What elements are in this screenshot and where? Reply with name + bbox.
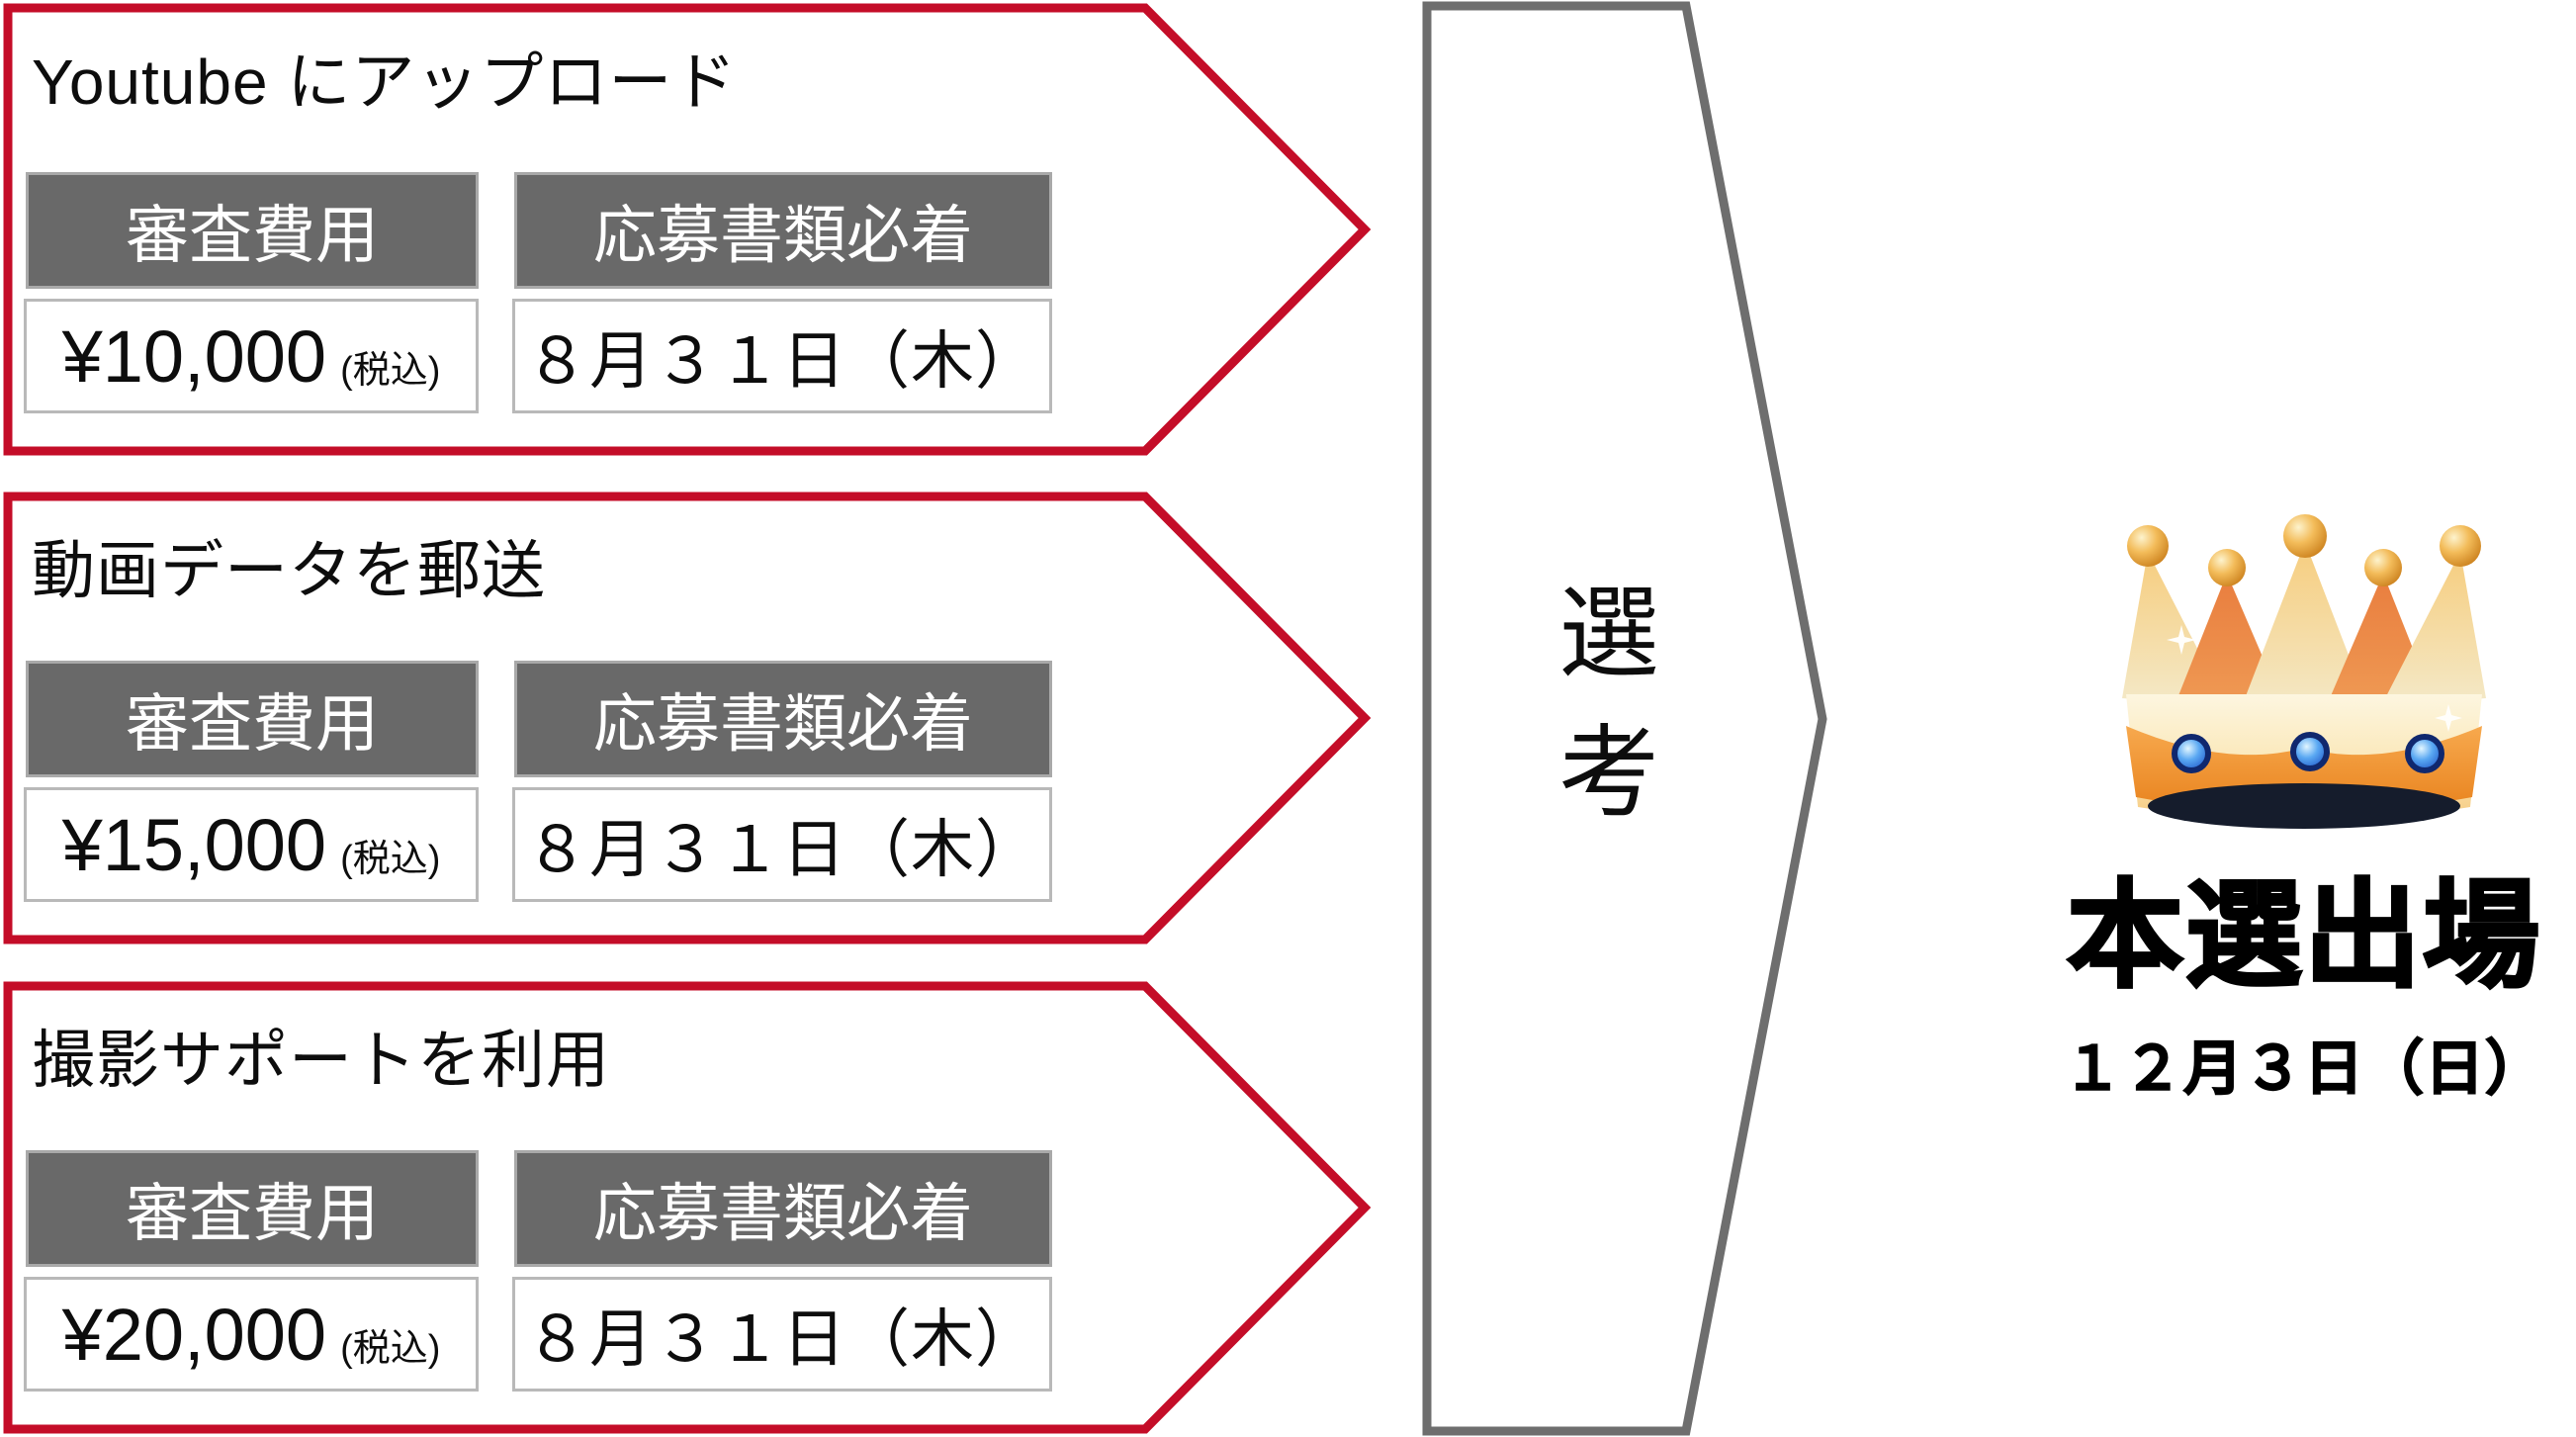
fee-value-box: ¥15,000 (税込) [24,787,479,902]
deadline-value-box: ８月３１日（木） [512,787,1052,902]
deadline-label: 応募書類必着 [514,661,1052,777]
selection-step: 選考 [1421,0,1832,1437]
fee-amount: ¥15,000 [61,803,327,886]
deadline-value-box: ８月３１日（木） [512,1277,1052,1392]
deadline-value-box: ８月３１日（木） [512,299,1052,413]
result-date: １２月３日（日） [2062,1034,2545,1103]
option-box-youtube: Youtube にアップロード 審査費用 応募書類必着 ¥10,000 (税込)… [0,2,1375,457]
tax-note: (税込) [340,349,441,392]
result-title: 本選出場 [2065,871,2541,1002]
option-box-filming-support: 撮影サポートを利用 審査費用 応募書類必着 ¥20,000 (税込) ８月３１日… [0,980,1375,1435]
result-block: 本選出場 １２月３日（日） [2027,489,2576,1107]
option-title: 撮影サポートを利用 [32,1025,610,1096]
fee-label: 審査費用 [26,1150,479,1267]
option-box-mail: 動画データを郵送 審査費用 応募書類必着 ¥15,000 (税込) ８月３１日（… [0,491,1375,945]
chevron-shape [1422,1,1827,1436]
tax-note: (税込) [340,1327,441,1370]
option-title: Youtube にアップロード [32,46,738,118]
crown-icon [2122,514,2486,829]
fee-label: 審査費用 [26,661,479,777]
deadline-label: 応募書類必着 [514,172,1052,289]
option-title: 動画データを郵送 [32,535,546,606]
deadline-label: 応募書類必着 [514,1150,1052,1267]
fee-value-box: ¥10,000 (税込) [24,299,479,413]
fee-amount: ¥20,000 [61,1293,327,1376]
fee-value-box: ¥20,000 (税込) [24,1277,479,1392]
tax-note: (税込) [340,838,441,880]
selection-label: 選考 [1544,579,1657,858]
fee-label: 審査費用 [26,172,479,289]
fee-amount: ¥10,000 [61,314,327,398]
